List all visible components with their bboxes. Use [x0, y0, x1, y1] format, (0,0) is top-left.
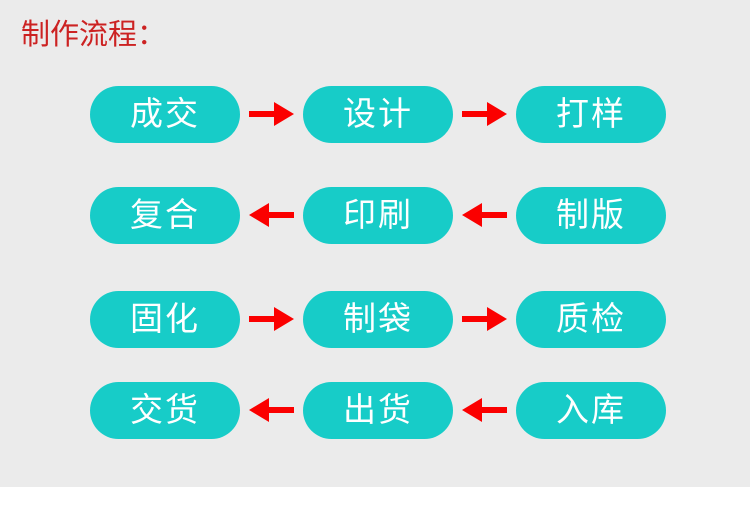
row-right-inset	[666, 319, 750, 320]
row-left-inset	[0, 215, 90, 216]
arrow-right-icon	[453, 86, 516, 143]
page-title: 制作流程：	[21, 19, 167, 51]
arrow-right-icon	[240, 291, 303, 348]
flow-node[interactable]: 固化	[90, 290, 240, 348]
flow-node[interactable]: 复合	[90, 186, 240, 244]
flow-row: 复合 印刷 制版	[0, 186, 750, 244]
flow-node[interactable]: 制袋	[303, 290, 453, 348]
arrow-left-icon	[240, 382, 303, 439]
arrow-right-icon	[240, 86, 303, 143]
flow-node[interactable]: 设计	[303, 85, 453, 143]
row-left-inset	[0, 114, 90, 115]
flow-row: 成交 设计 打样	[0, 85, 750, 143]
arrow-left-icon	[453, 187, 516, 244]
flow-node[interactable]: 制版	[516, 186, 666, 244]
arrow-left-icon	[240, 187, 303, 244]
flow-node[interactable]: 出货	[303, 381, 453, 439]
row-right-inset	[666, 114, 750, 115]
flow-node[interactable]: 成交	[90, 85, 240, 143]
flow-node[interactable]: 质检	[516, 290, 666, 348]
row-left-inset	[0, 319, 90, 320]
row-right-inset	[666, 410, 750, 411]
arrow-left-icon	[453, 382, 516, 439]
arrow-right-icon	[453, 291, 516, 348]
row-right-inset	[666, 215, 750, 216]
flow-row: 固化 制袋 质检	[0, 290, 750, 348]
flow-row: 交货 出货 入库	[0, 381, 750, 439]
row-left-inset	[0, 410, 90, 411]
flow-node[interactable]: 打样	[516, 85, 666, 143]
flow-node[interactable]: 印刷	[303, 186, 453, 244]
flow-node[interactable]: 入库	[516, 381, 666, 439]
flow-node[interactable]: 交货	[90, 381, 240, 439]
